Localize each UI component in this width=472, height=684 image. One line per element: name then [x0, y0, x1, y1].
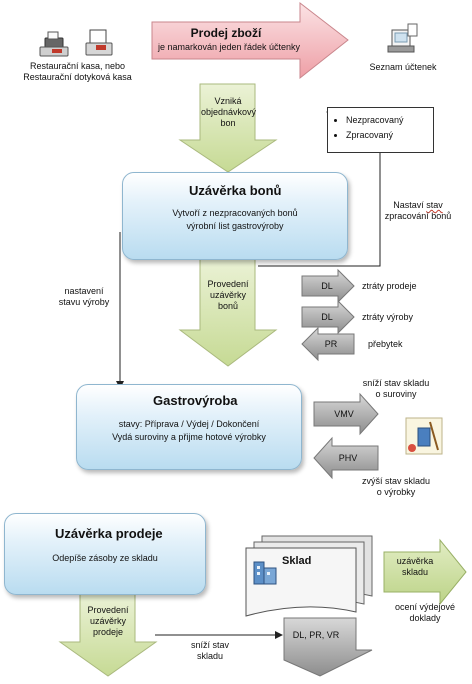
prebytek-label: přebytek	[368, 339, 403, 349]
provedeni-uzaverky-bonu-label: Provedení uzávěrky bonů	[207, 279, 249, 311]
uzaverka-prodeje-text: Odepíše zásoby ze skladu	[52, 553, 158, 563]
uzaverka-prodeje-box: Uzávěrka prodeje Odepíše zásoby ze sklad…	[4, 513, 206, 595]
ocenit-vydejove-doklady-label: ocení výdejové doklady	[394, 602, 456, 623]
phv-arrow	[313, 436, 379, 480]
seznam-uctenek-icon	[387, 23, 418, 53]
cash-register-icon	[39, 31, 69, 57]
uzaverka-skladu-label: uzávěrka skladu	[396, 556, 434, 577]
vmv-arrow	[313, 392, 379, 436]
dl-arrow-ztraty-vyroby	[301, 299, 355, 335]
provedeni-uzaverky-prodeje-label: Provedení uzávěrky prodeje	[87, 605, 129, 637]
ztraty-prodeje-label: ztráty prodeje	[362, 281, 417, 291]
pr-arrow-prebytek	[301, 326, 355, 362]
nastavi-stav-line1: Nastaví	[393, 200, 424, 210]
phv-label: zvýší stav skladu o výrobky	[361, 476, 431, 497]
uzaverka-bonu-text: Vytvoří z nezpracovaných bonů výrobní li…	[172, 208, 298, 231]
vmv-tag: VMV	[334, 409, 354, 419]
uzaverka-bonu-title: Uzávěrka bonů	[189, 183, 282, 198]
sklad-buildings-icon	[253, 561, 277, 585]
prodej-zbozi-arrow	[151, 1, 349, 80]
green-arrow-bon	[178, 83, 278, 173]
gastrovyroba-box: Gastrovýroba stavy: Příprava / Výdej / D…	[76, 384, 302, 470]
uzaverka-bonu-box: Uzávěrka bonů Vytvoří z nezpracovaných b…	[122, 172, 348, 260]
snizi-stav-skladu-label: sníží stav skladu	[190, 640, 229, 661]
sklad-title: Sklad	[282, 555, 312, 567]
uzaverka-prodeje-title: Uzávěrka prodeje	[55, 526, 163, 541]
nastavi-stav-line2: zpracování bonů	[384, 211, 452, 221]
bon-state-legend: Nezpracovaný Zpracovaný	[327, 107, 434, 153]
green-arrow-uzaverka-bonu	[178, 257, 278, 367]
legend-item-zpracovany: Zpracovaný	[346, 128, 433, 143]
paint-supplies-icon	[405, 417, 443, 455]
green-arrow-uzaverka-prodeje	[58, 593, 158, 677]
legend-item-nezpracovany: Nezpracovaný	[346, 113, 433, 128]
vmv-label: sníží stav skladu o suroviny	[362, 378, 430, 399]
gastrovyroba-title: Gastrovýroba	[153, 393, 238, 408]
pr-tag: PR	[324, 339, 338, 349]
gastrovyroba-text: stavy: Příprava / Výdej / Dokončení Vydá…	[112, 419, 266, 442]
sklad-docs-label: DL, PR, VR	[292, 630, 340, 640]
nastavi-stav-word: stav	[426, 200, 443, 210]
seznam-uctenek-label: Seznam účtenek	[369, 62, 437, 72]
banner-title: Prodej zboží	[190, 26, 262, 40]
touch-register-icon	[85, 29, 113, 56]
ztraty-vyroby-label: ztráty výroby	[362, 312, 414, 322]
sklad-document-front	[245, 547, 357, 617]
banner-subtitle: je namarkován jeden řádek účtenky	[157, 42, 301, 52]
dl-tag-2: DL	[321, 312, 333, 322]
dl-arrow-ztraty-prodeje	[301, 268, 355, 304]
devices-caption: Restaurační kasa, nebo Restaurační dotyk…	[23, 61, 132, 82]
uzaverka-skladu-arrow	[383, 538, 467, 606]
vznika-bon-label: Vzniká objednávkový bon	[201, 96, 257, 128]
phv-tag: PHV	[338, 453, 358, 463]
nastaveni-stavu-vyroby-label: nastavení stavu výroby	[58, 286, 110, 307]
sklad-output-arrow	[283, 617, 373, 677]
dl-tag-1: DL	[321, 281, 333, 291]
